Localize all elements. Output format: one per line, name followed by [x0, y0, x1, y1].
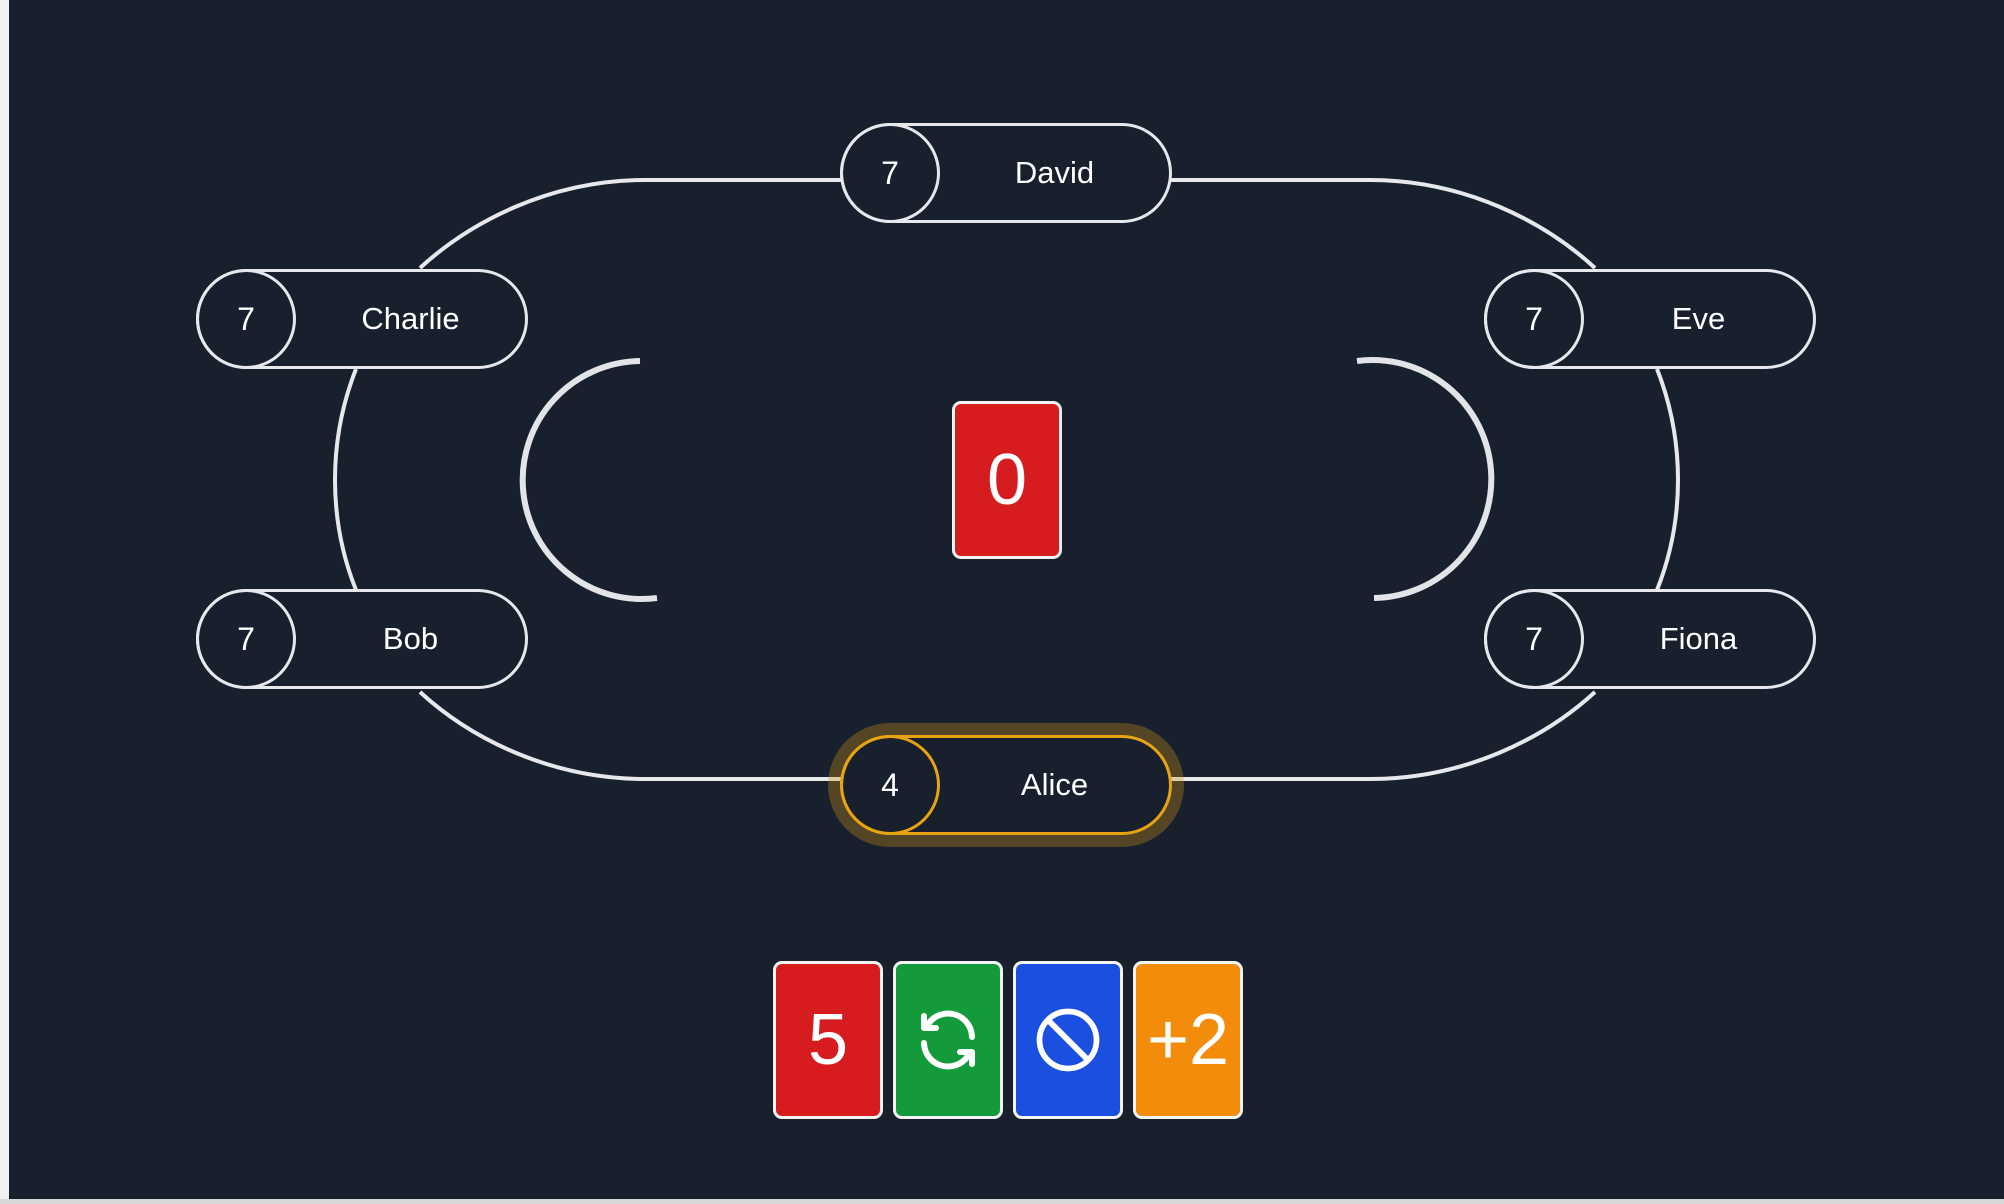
discard-pile-card: 0	[952, 401, 1062, 559]
card-count-badge: 7	[196, 589, 296, 689]
card-count-badge: 7	[196, 269, 296, 369]
skip-icon	[1036, 1008, 1100, 1072]
player-seat-david[interactable]: 7 David	[840, 123, 1172, 223]
discard-pile-value: 0	[986, 440, 1028, 520]
hand-card-number[interactable]: 5	[773, 961, 883, 1119]
player-seat-charlie[interactable]: 7 Charlie	[196, 269, 528, 369]
player-name: Alice	[1020, 767, 1089, 802]
player-name: David	[1014, 155, 1095, 190]
table-track-left	[333, 368, 358, 591]
card-count-badge: 7	[1484, 589, 1584, 689]
player-seat-alice[interactable]: 4 Alice	[840, 735, 1172, 835]
table-track-upper-left	[418, 178, 845, 270]
player-name: Charlie	[361, 301, 460, 336]
window-frame-left	[0, 0, 9, 1204]
player-name: Bob	[382, 621, 439, 656]
reverse-icon	[921, 1010, 975, 1070]
card-count-badge: 4	[840, 735, 940, 835]
card-count-badge: 7	[840, 123, 940, 223]
player-name: Eve	[1671, 301, 1726, 336]
table-inner-arc-left	[519, 358, 658, 602]
table-track-upper-right	[1170, 178, 1597, 270]
player-name: Fiona	[1659, 621, 1738, 656]
player-seat-eve[interactable]: 7 Eve	[1484, 269, 1816, 369]
hand-card-label: 5	[807, 1000, 849, 1080]
table-inner-arc-right	[1356, 357, 1495, 601]
hand-card-draw-two[interactable]: +2	[1133, 961, 1243, 1119]
table-track-lower-right	[1170, 690, 1597, 781]
card-count-badge: 7	[1484, 269, 1584, 369]
table-track-lower-left	[418, 690, 845, 781]
hand-card-skip[interactable]	[1013, 961, 1123, 1119]
hand-card-reverse[interactable]	[893, 961, 1003, 1119]
player-seat-bob[interactable]: 7 Bob	[196, 589, 528, 689]
player-seat-fiona[interactable]: 7 Fiona	[1484, 589, 1816, 689]
window-frame-bottom	[0, 1199, 2004, 1204]
hand-card-label: +2	[1146, 1000, 1230, 1080]
table-track-right	[1655, 368, 1680, 591]
